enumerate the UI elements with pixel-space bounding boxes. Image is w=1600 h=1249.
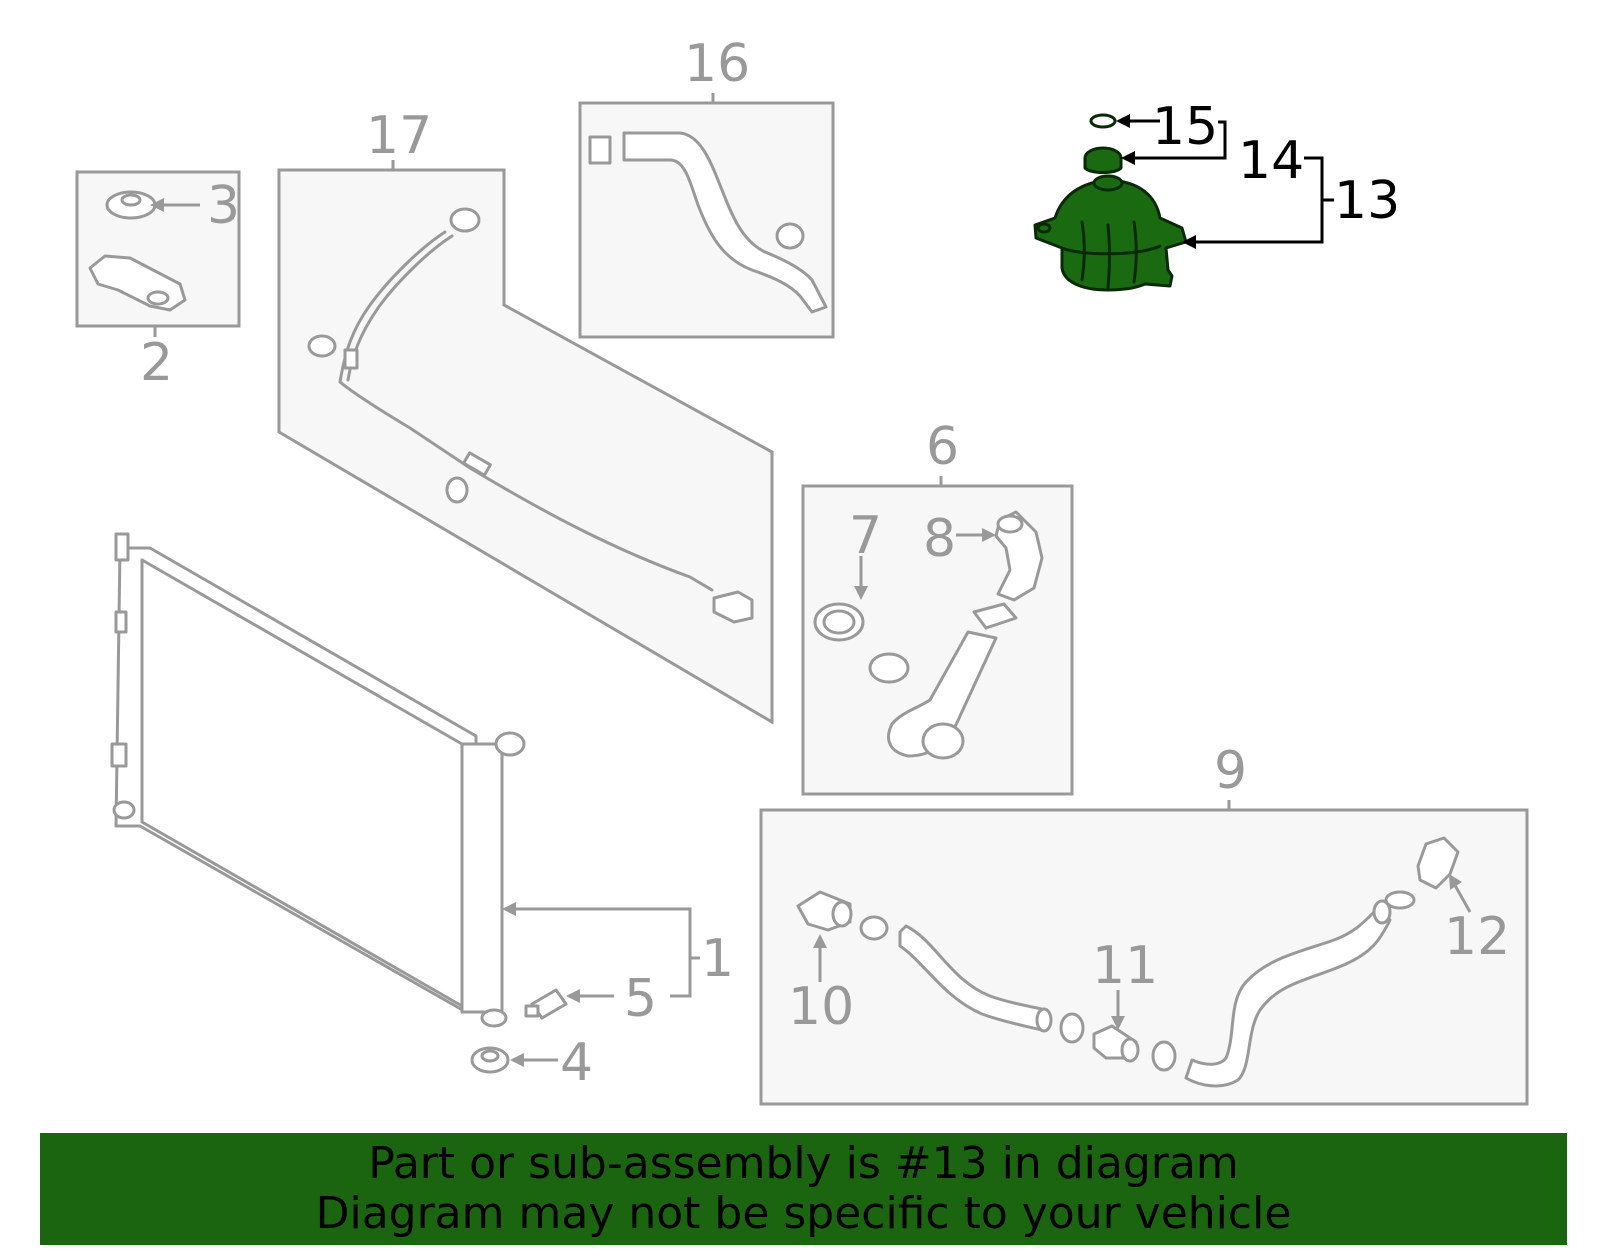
callout-2[interactable]: 2 — [140, 333, 173, 393]
group-17-hose: 17 — [277, 106, 774, 725]
leader-14 — [1125, 120, 1227, 160]
arrow-7 — [854, 586, 868, 600]
group-9-lower-hose: 10 11 12 9 — [759, 741, 1529, 1106]
group-2-mount: 3 2 — [75, 170, 241, 393]
parts-diagram: 3 2 17 16 15 — [75, 34, 1529, 1106]
part-13-mount-left — [1036, 222, 1052, 234]
part-4-bushing-core — [480, 1049, 500, 1063]
part-10-elbow-end — [831, 900, 853, 928]
part-1-foot-left — [112, 800, 136, 820]
part-16-clamp-a — [588, 135, 612, 165]
part-1-bracket-b — [110, 742, 128, 768]
part-7-clamp — [868, 652, 910, 684]
callout-4[interactable]: 4 — [560, 1033, 593, 1093]
part-7-outlet-bore — [822, 609, 856, 635]
leader-1 — [506, 907, 692, 998]
part-12-elbow[interactable] — [1416, 836, 1460, 890]
part-2-bracket[interactable] — [88, 254, 187, 312]
part-17-clamp-b — [307, 334, 337, 358]
part-5-drain-tip — [524, 1004, 540, 1018]
part-16-hose[interactable] — [622, 131, 828, 314]
group-6-upper-hose: 7 8 6 — [801, 417, 1074, 796]
callout-17[interactable]: 17 — [366, 106, 432, 166]
part-17-clamp-c — [445, 476, 469, 504]
arrow-8 — [982, 528, 996, 542]
callout-8[interactable]: 8 — [923, 509, 956, 569]
part-3-bushing-core — [120, 193, 142, 207]
banner-line-2: Diagram may not be specific to your vehi… — [315, 1188, 1292, 1239]
part-8-elbow-end — [996, 514, 1024, 534]
part-6-clamp — [972, 602, 1018, 630]
group-box-17 — [277, 168, 774, 725]
part-14-cap-side — [1083, 158, 1123, 174]
part-9-hose-b[interactable] — [1184, 906, 1392, 1088]
arrow-4 — [510, 1053, 524, 1067]
callout-16[interactable]: 16 — [684, 34, 750, 94]
part-9-clamp-b — [1059, 1012, 1085, 1044]
callout-11[interactable]: 11 — [1092, 936, 1158, 996]
callout-6[interactable]: 6 — [926, 417, 959, 477]
arrow-10 — [813, 934, 827, 948]
part-1-core-bottom — [140, 820, 464, 1008]
part-info-banner: Part or sub-assembly is #13 in diagram D… — [40, 1133, 1567, 1245]
arrow-15 — [1116, 114, 1130, 128]
group-13-reservoir: 15 14 13 — [1033, 97, 1400, 292]
banner-line-1: Part or sub-assembly is #13 in diagram — [368, 1138, 1239, 1189]
arrow-5 — [566, 989, 580, 1003]
part-13-ribs — [1080, 220, 1138, 290]
arrow-13 — [1182, 235, 1196, 249]
part-1-post-top — [114, 532, 130, 562]
arrow-11 — [1111, 1016, 1125, 1030]
part-7-outlet[interactable] — [813, 602, 865, 642]
callout-13[interactable]: 13 — [1334, 171, 1400, 231]
part-16-clamp-b — [775, 222, 805, 250]
part-17-fitting — [712, 590, 754, 624]
part-9-clamp-a — [859, 915, 889, 941]
part-17-clamp-a — [449, 207, 481, 233]
part-1-radiator[interactable] — [114, 546, 478, 1014]
part-1-core-top — [140, 558, 464, 746]
part-9-clamp-c — [1151, 1040, 1177, 1072]
part-17-connector — [343, 348, 359, 370]
part-9-clamp-d — [1384, 890, 1416, 910]
callout-12[interactable]: 12 — [1444, 907, 1510, 967]
callout-14[interactable]: 14 — [1238, 131, 1304, 191]
part-1-foot-right — [480, 1008, 508, 1028]
part-13-reservoir-tank[interactable] — [1033, 178, 1188, 292]
part-13-reservoir-neck — [1092, 174, 1124, 192]
part-6-hose-end — [921, 722, 965, 760]
group-box-9 — [759, 808, 1529, 1106]
callout-1[interactable]: 1 — [701, 929, 734, 989]
callout-7[interactable]: 7 — [849, 506, 882, 566]
callout-10[interactable]: 10 — [788, 977, 854, 1037]
arrow-1 — [502, 902, 516, 916]
arrow-14 — [1121, 151, 1135, 165]
part-17-hose-line[interactable] — [338, 230, 714, 592]
part-1-inlet — [494, 731, 526, 757]
part-15-oring[interactable] — [1089, 113, 1117, 129]
part-1-tank-right — [460, 742, 504, 1014]
arrow-12 — [1449, 874, 1462, 890]
group-1-radiator: 1 5 4 — [110, 532, 734, 1093]
leader-13 — [1186, 156, 1334, 244]
part-9-hose-b-end — [1372, 899, 1392, 925]
part-17-joint — [462, 451, 492, 477]
arrow-3 — [150, 198, 164, 212]
callout-5[interactable]: 5 — [624, 969, 657, 1029]
part-1-bracket-a — [114, 610, 128, 634]
callout-3[interactable]: 3 — [207, 176, 240, 236]
part-2-bracket-hole — [146, 290, 170, 306]
callout-15[interactable]: 15 — [1152, 97, 1218, 157]
part-8-elbow[interactable] — [994, 510, 1044, 602]
part-11-connector-end — [1120, 1037, 1140, 1063]
callout-9[interactable]: 9 — [1214, 741, 1247, 801]
part-9-hose-a-end — [1035, 1007, 1053, 1033]
group-16-hose: 16 — [578, 34, 835, 339]
